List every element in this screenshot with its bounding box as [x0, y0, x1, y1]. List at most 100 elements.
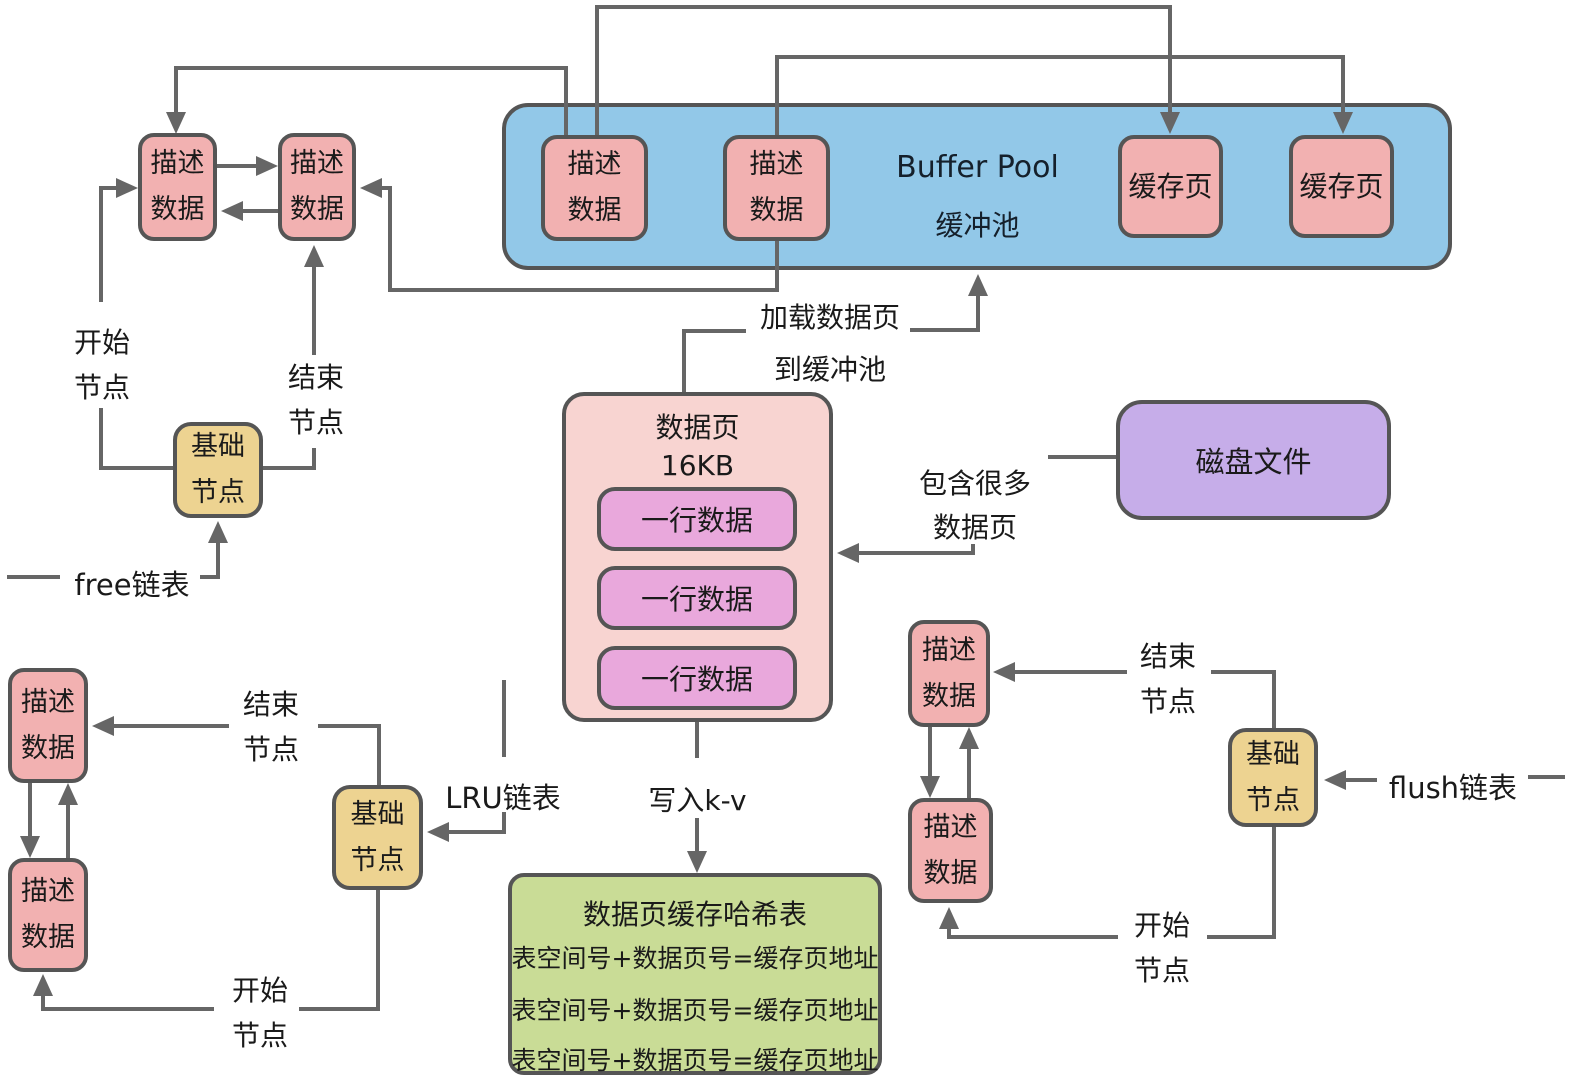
- connector-basefree-left: [99, 408, 173, 470]
- desc-node-label: 描述: [150, 148, 205, 179]
- buffer-pool-title: Buffer Pool: [896, 150, 1059, 185]
- hash-table-title: 数据页缓存哈希表: [582, 898, 807, 931]
- start-node-line1: 开始: [73, 326, 130, 359]
- desc-node-label: 描述: [21, 686, 75, 718]
- connector-lrustart-to-boxD: [33, 974, 214, 1011]
- desc-node-pool-1: 描述 数据: [541, 135, 648, 241]
- start-node-line2: 节点: [73, 371, 130, 404]
- row-data-label: 一行数据: [640, 504, 753, 537]
- write-kv-label: 写入k-v: [648, 784, 747, 817]
- desc-node-label: 描述: [923, 811, 978, 843]
- desc-node-label: 数据: [21, 732, 75, 764]
- desc-node-label: 描述: [749, 149, 804, 180]
- lru-end-node-label: 结束 节点: [231, 682, 311, 772]
- free-list-label: free链表: [74, 568, 190, 602]
- free-start-node-label: 开始 节点: [62, 320, 142, 410]
- base-node-label: 节点: [1246, 784, 1300, 816]
- base-node-label: 节点: [191, 477, 245, 508]
- base-node-label: 基础: [350, 798, 405, 830]
- desc-node-label: 数据: [290, 194, 344, 225]
- row-data-label: 一行数据: [640, 583, 753, 616]
- connector-bp1-to-boxA: [166, 66, 568, 135]
- base-node-free: 基础 节点: [173, 422, 263, 518]
- desc-node-free-2: 描述 数据: [278, 133, 356, 241]
- lru-list-label: LRU链表: [445, 781, 561, 815]
- row-data-2: 一行数据: [597, 566, 797, 630]
- load-line1: 加载数据页: [759, 301, 900, 334]
- desc-node-free-1: 描述 数据: [138, 133, 217, 241]
- connector-baseflush-endnode-right: [1211, 670, 1276, 728]
- cache-page-label: 缓存页: [1128, 169, 1213, 203]
- row-data-3: 一行数据: [597, 646, 797, 710]
- contains-line2: 数据页: [932, 511, 1017, 544]
- load-line2: 到缓冲池: [773, 353, 886, 386]
- data-page-title: 数据页: [655, 411, 740, 444]
- end-node-line1: 结束: [287, 361, 344, 394]
- buffer-pool-subtitle: 缓冲池: [935, 209, 1020, 242]
- cache-page-node-2: 缓存页: [1289, 135, 1394, 238]
- connector-baselru-startnode-right: [299, 890, 380, 1011]
- row-data-label: 一行数据: [640, 663, 753, 696]
- end-node-line2: 节点: [242, 733, 299, 766]
- end-node-line1: 结束: [1139, 640, 1196, 673]
- connector-loadlabel-to-pool: [910, 274, 988, 332]
- connector-datapage-to-loadlabel: [682, 329, 746, 392]
- load-to-pool-label: 加载数据页 到缓冲池: [745, 292, 915, 396]
- connector-bp2-to-cache2: [775, 55, 1353, 135]
- base-node-label: 节点: [350, 844, 405, 876]
- desc-node-label: 数据: [922, 680, 976, 712]
- connector-baselru-endnode-right: [318, 724, 381, 785]
- base-node-lru: 基础 节点: [332, 785, 423, 890]
- hash-table-box: [508, 873, 882, 1075]
- cache-page-label: 缓存页: [1299, 169, 1384, 203]
- hash-table-row: 表空间号+数据页号=缓存页地址: [511, 1046, 879, 1075]
- base-node-label: 基础: [1246, 738, 1300, 770]
- free-end-node-label: 结束 节点: [276, 355, 356, 445]
- start-node-line2: 节点: [1133, 954, 1190, 987]
- desc-node-label: 描述: [567, 149, 622, 180]
- flush-start-node-label: 开始 节点: [1122, 903, 1202, 993]
- connector-contains-to-datapage: [837, 543, 975, 563]
- lru-start-node-label: 开始 节点: [220, 968, 300, 1058]
- desc-node-flush-2: 描述 数据: [908, 798, 993, 903]
- desc-node-lru-2: 描述 数据: [8, 858, 88, 972]
- desc-node-label: 描述: [290, 148, 344, 179]
- connector-flushstart-to-boxG: [939, 907, 1118, 939]
- desc-node-label: 数据: [749, 195, 804, 226]
- desc-node-label: 数据: [923, 857, 978, 889]
- connector-lrulist-to-base: [427, 812, 506, 842]
- contains-line1: 包含很多: [918, 467, 1031, 500]
- start-node-line1: 开始: [231, 974, 288, 1007]
- data-page-size: 16KB: [660, 449, 735, 482]
- connector-bp2-to-boxB: [360, 178, 779, 292]
- flush-end-node-label: 结束 节点: [1128, 634, 1208, 724]
- row-data-1: 一行数据: [597, 487, 797, 551]
- disk-file-box: 磁盘文件: [1116, 400, 1391, 520]
- desc-node-label: 数据: [21, 922, 75, 953]
- end-node-line2: 节点: [287, 406, 344, 439]
- end-node-line2: 节点: [1139, 685, 1196, 718]
- flush-list-label: flush链表: [1388, 771, 1518, 805]
- disk-file-label: 磁盘文件: [1195, 445, 1312, 479]
- start-node-line2: 节点: [231, 1019, 288, 1052]
- desc-node-lru-1: 描述 数据: [8, 668, 88, 783]
- desc-node-label: 描述: [922, 634, 976, 666]
- desc-node-label: 数据: [567, 195, 622, 226]
- connector-freestart-to-boxA: [99, 178, 138, 302]
- end-node-line1: 结束: [242, 688, 299, 721]
- desc-node-pool-2: 描述 数据: [723, 135, 830, 241]
- desc-node-label: 描述: [21, 876, 75, 907]
- connector-bp1-to-cache1: [595, 5, 1180, 135]
- connector-freelist-to-base: [200, 521, 228, 579]
- cache-page-node-1: 缓存页: [1118, 135, 1223, 238]
- hash-table-row: 表空间号+数据页号=缓存页地址: [511, 944, 879, 973]
- connector-basefree-right: [263, 448, 316, 470]
- desc-node-label: 数据: [150, 194, 205, 225]
- base-node-label: 基础: [191, 431, 245, 462]
- connector-baseflush-startnode-right: [1207, 827, 1276, 939]
- desc-node-flush-1: 描述 数据: [908, 620, 990, 727]
- start-node-line1: 开始: [1133, 909, 1190, 942]
- base-node-flush: 基础 节点: [1228, 728, 1318, 827]
